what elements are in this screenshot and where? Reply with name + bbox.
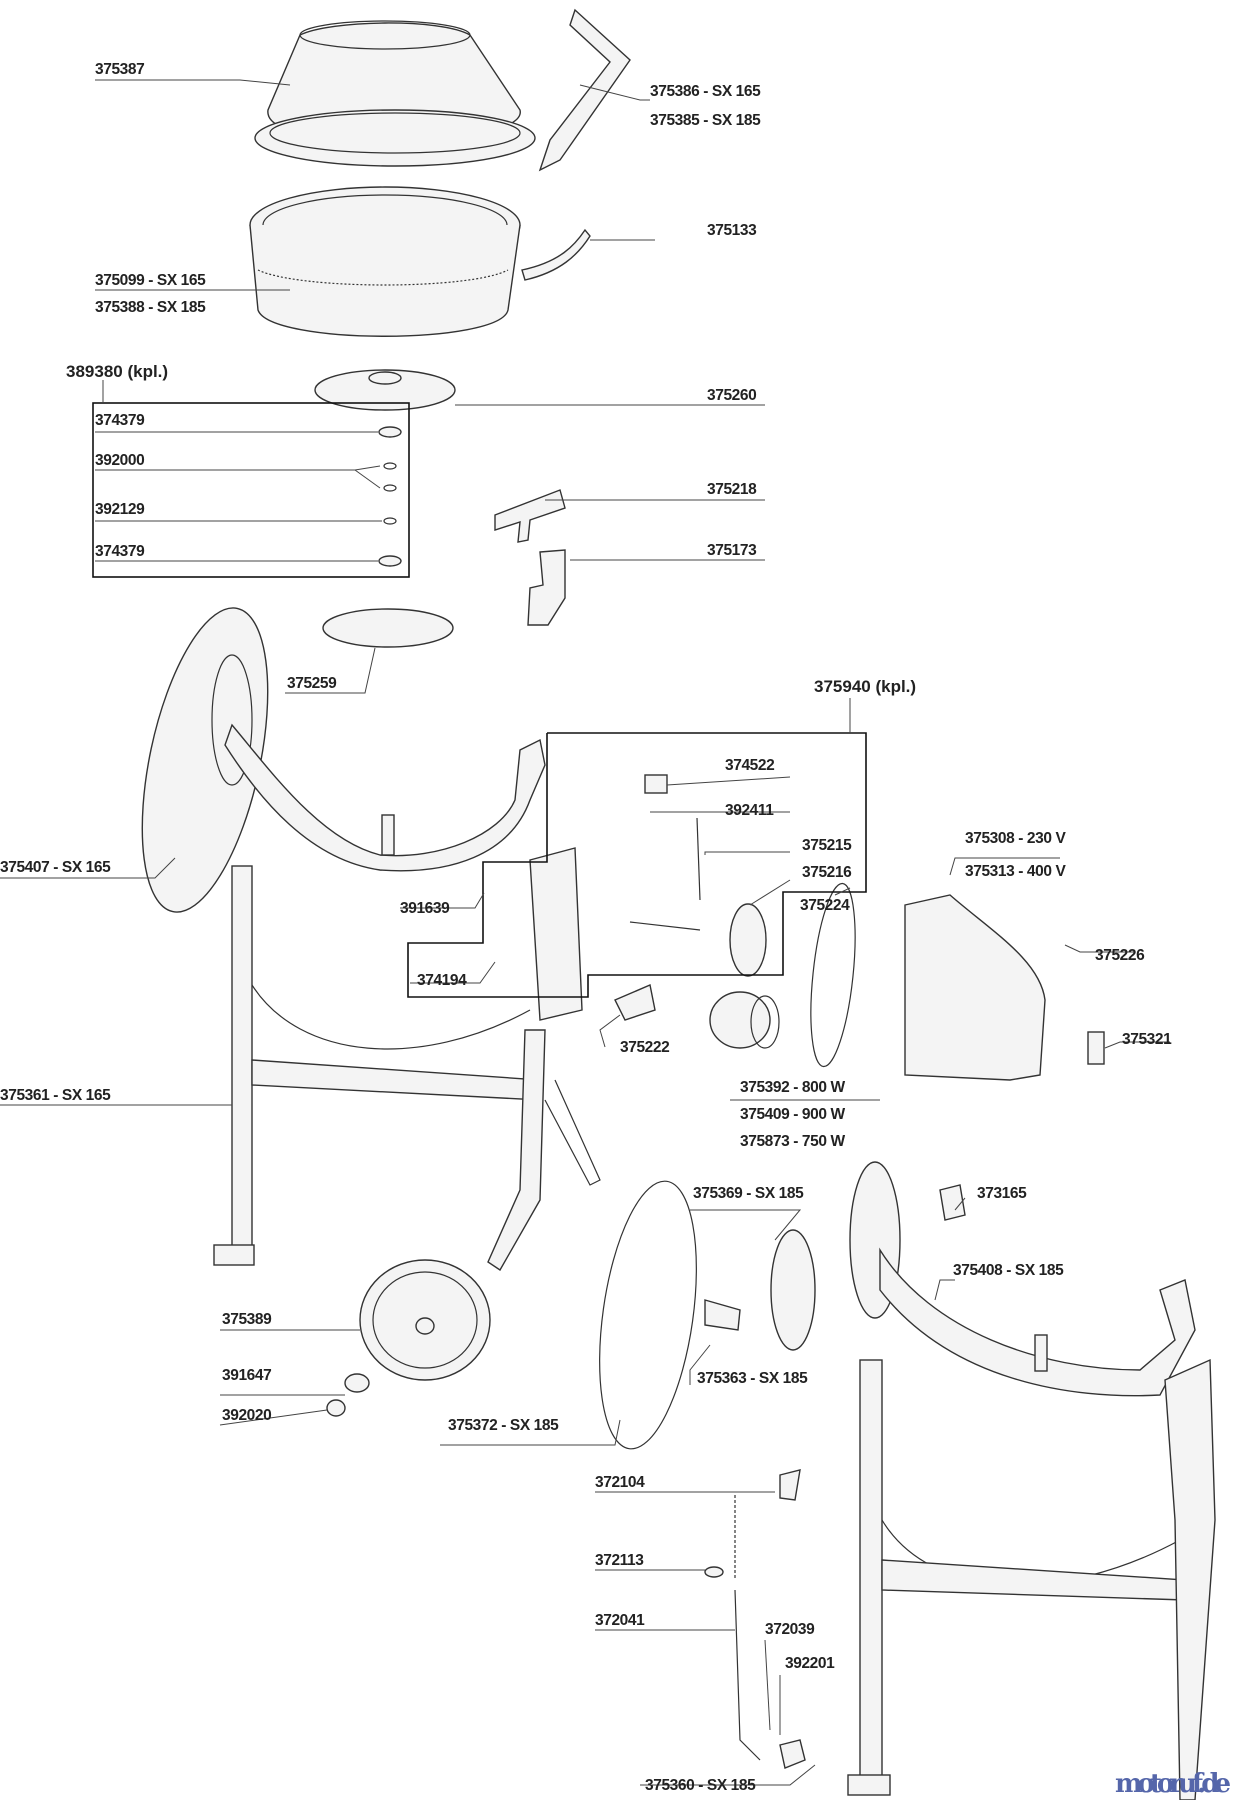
label-373165: 373165	[977, 1185, 1027, 1202]
handwheel-hub-sx185	[704, 1229, 816, 1351]
label-375360: 375360 - SX 185	[645, 1777, 756, 1794]
label-375226: 375226	[1095, 947, 1145, 964]
label-375361: 375361 - SX 165	[0, 1087, 111, 1104]
label-375372: 375372 - SX 185	[448, 1417, 559, 1434]
label-375392: 375392 - 800 W	[740, 1079, 845, 1096]
washer-391647	[344, 1373, 370, 1393]
label-375133: 375133	[707, 222, 757, 239]
clamp-373165	[939, 1184, 966, 1221]
bracket-375173	[527, 549, 566, 626]
motor-cover-housing	[904, 894, 1046, 1081]
lever-and-spring-parts	[704, 1469, 806, 1769]
label-375407: 375407 - SX 165	[0, 859, 111, 876]
label-375218: 375218	[707, 481, 757, 498]
label-374379-top: 374379	[95, 412, 145, 429]
label-372104: 372104	[595, 1474, 645, 1491]
label-375216: 375216	[802, 864, 852, 881]
label-392000: 392000	[95, 452, 144, 469]
label-375224: 375224	[800, 897, 850, 914]
label-374522: 374522	[725, 757, 774, 774]
label-375369: 375369 - SX 185	[693, 1185, 804, 1202]
label-372113: 372113	[595, 1552, 644, 1569]
label-392411: 392411	[725, 802, 774, 819]
gearbox-plate	[529, 847, 583, 1021]
capacitor	[1087, 1031, 1105, 1065]
label-374194: 374194	[417, 972, 467, 989]
drum-bottom-with-ring-gear	[249, 186, 521, 337]
label-375387: 375387	[95, 61, 144, 78]
label-375259: 375259	[287, 675, 337, 692]
label-375408: 375408 - SX 185	[953, 1262, 1064, 1279]
kit-box-389380	[92, 402, 410, 578]
label-375363: 375363 - SX 185	[697, 1370, 808, 1387]
drum-top-cone	[254, 20, 536, 167]
leader-lines	[0, 79, 1170, 1786]
label-375385: 375385 - SX 185	[650, 112, 761, 129]
label-375873: 375873 - 750 W	[740, 1133, 845, 1150]
label-375389: 375389	[222, 1311, 272, 1328]
electric-motor	[709, 991, 780, 1049]
label-391639: 391639	[400, 900, 450, 917]
label-375388: 375388 - SX 185	[95, 299, 206, 316]
label-375173: 375173	[707, 542, 757, 559]
label-375308: 375308 - 230 V	[965, 830, 1066, 847]
label-375215: 375215	[802, 837, 852, 854]
handwheel-with-yoke	[141, 607, 546, 913]
pulley-375222	[614, 984, 656, 1021]
drive-belt	[810, 882, 856, 1068]
frame-sx185	[847, 1358, 1216, 1801]
label-391647: 391647	[222, 1367, 271, 1384]
label-392201: 392201	[785, 1655, 835, 1672]
bearing-kit-parts	[378, 426, 402, 567]
label-375313: 375313 - 400 V	[965, 863, 1066, 880]
drum-yoke-sx185	[849, 1161, 1196, 1397]
label-372041: 372041	[595, 1612, 645, 1629]
ring-gear-segment	[521, 228, 591, 281]
drum-flange-bottom	[322, 608, 454, 648]
motor-kit-parts	[629, 774, 767, 977]
label-375409: 375409 - 900 W	[740, 1106, 845, 1123]
label-392129: 392129	[95, 501, 145, 518]
kit-box-375940	[407, 732, 867, 998]
label-375321: 375321	[1122, 1031, 1172, 1048]
label-375260: 375260	[707, 387, 756, 404]
handwheel-ring-sx185	[599, 1180, 697, 1450]
drum-flange-top	[314, 369, 456, 411]
label-375222: 375222	[620, 1039, 669, 1056]
label-374379-bottom: 374379	[95, 543, 145, 560]
mixing-blade	[538, 8, 631, 172]
label-kit-389380: 389380 (kpl.)	[66, 362, 168, 381]
label-372039: 372039	[765, 1621, 815, 1638]
frame-sx165	[213, 865, 601, 1271]
label-392020: 392020	[222, 1407, 271, 1424]
cap-392020	[326, 1399, 346, 1417]
label-kit-375940: 375940 (kpl.)	[814, 677, 916, 696]
label-375099: 375099 - SX 165	[95, 272, 206, 289]
watermark-logo: motoruf.de	[1115, 1769, 1230, 1799]
wheel	[359, 1259, 491, 1381]
label-375386: 375386 - SX 165	[650, 83, 761, 100]
bracket-375218	[494, 489, 566, 543]
